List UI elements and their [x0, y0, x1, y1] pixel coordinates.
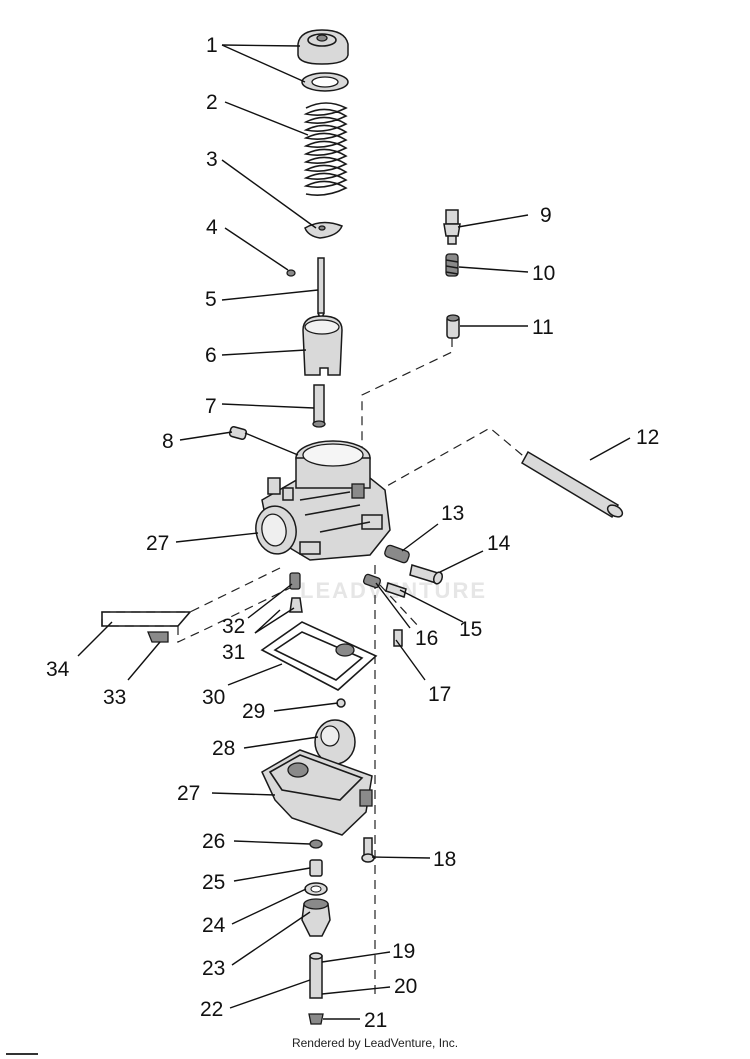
- part-15-screw: [385, 582, 407, 598]
- callout-27-lower: 27: [177, 782, 200, 805]
- part-8-plug: [228, 426, 248, 440]
- callout-9: 9: [540, 204, 552, 227]
- part-7-jet: [312, 384, 326, 428]
- callout-18: 18: [433, 848, 456, 871]
- callout-17: 17: [428, 683, 451, 706]
- part-10-spring: [445, 253, 459, 277]
- part-27-carburetor-body: [255, 440, 391, 561]
- part-11-plunger: [446, 314, 460, 339]
- callout-4: 4: [206, 216, 218, 239]
- callout-14: 14: [487, 532, 511, 555]
- callout-27-upper: 27: [146, 532, 169, 555]
- callout-28: 28: [212, 737, 235, 760]
- callout-12: 12: [636, 426, 659, 449]
- callout-5: 5: [205, 288, 217, 311]
- callout-8: 8: [162, 430, 174, 453]
- part-26-washer: [309, 839, 323, 849]
- callout-15: 15: [459, 618, 482, 641]
- callout-7: 7: [205, 395, 217, 418]
- callout-1: 1: [206, 34, 218, 57]
- part-19-emulsion-tube: [309, 952, 323, 999]
- callout-2: 2: [206, 91, 218, 114]
- part-9-fitting: [443, 209, 461, 245]
- part-1-cap: [297, 29, 349, 92]
- part-32-jet: [289, 572, 301, 590]
- part-24-oring: [304, 882, 328, 896]
- callout-33: 33: [103, 686, 126, 709]
- part-4-clip: [286, 269, 296, 277]
- part-5-needle: [317, 257, 325, 323]
- part-25-jet: [309, 859, 323, 877]
- callout-13: 13: [441, 502, 464, 525]
- callout-10: 10: [532, 262, 555, 285]
- callout-30: 30: [202, 686, 225, 709]
- callout-34: 34: [46, 658, 70, 681]
- part-6-slide: [302, 315, 343, 376]
- callout-24: 24: [202, 914, 226, 937]
- callout-22: 22: [200, 998, 223, 1021]
- part-14-screw: [409, 564, 444, 585]
- callout-31: 31: [222, 641, 245, 664]
- callout-3: 3: [206, 148, 218, 171]
- part-28-float: [314, 719, 356, 765]
- part-13-spring: [384, 544, 410, 564]
- part-12-tube: [520, 450, 624, 519]
- part-2-spring: [303, 102, 348, 196]
- footer-rule: [6, 1053, 38, 1055]
- callout-labels: 1 2 3 4 5 6 7 8 9 10 11 12 13 14 15 16 1…: [46, 34, 659, 1032]
- callout-25: 25: [202, 871, 225, 894]
- footer-credit: Rendered by LeadVenture, Inc.: [291, 1036, 459, 1050]
- part-21-jet: [308, 1013, 324, 1025]
- leader-lines: [77, 44, 631, 1020]
- part-33-clip: [147, 631, 169, 643]
- callout-26: 26: [202, 830, 225, 853]
- part-27-float-bowl: [261, 749, 373, 836]
- callout-23: 23: [202, 957, 225, 980]
- callout-6: 6: [205, 344, 217, 367]
- callout-20: 20: [394, 975, 417, 998]
- part-29-ball: [336, 698, 346, 708]
- callout-19: 19: [392, 940, 415, 963]
- callout-21: 21: [364, 1009, 387, 1032]
- part-23-holder: [301, 898, 331, 937]
- callout-29: 29: [242, 700, 265, 723]
- part-34-plate: [101, 611, 192, 627]
- callout-32: 32: [222, 615, 245, 638]
- callout-16: 16: [415, 627, 438, 650]
- part-18-screw: [361, 837, 375, 863]
- part-30-gasket: [260, 621, 378, 691]
- part-17-screw: [393, 629, 403, 647]
- callout-11: 11: [532, 316, 554, 339]
